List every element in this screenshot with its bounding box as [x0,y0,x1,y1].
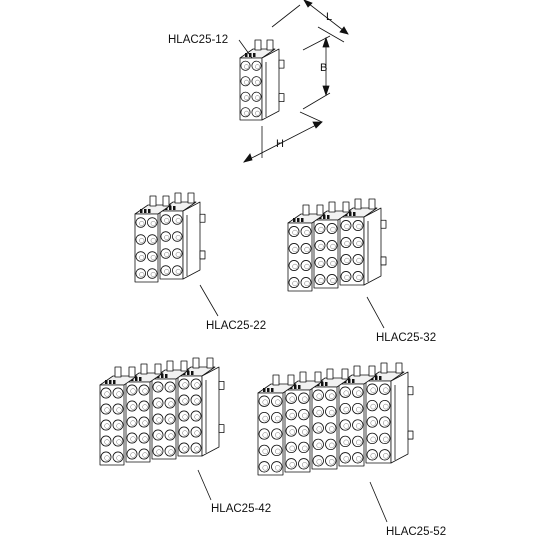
dimension-b: B [302,35,331,110]
terminal-module [177,357,216,457]
terminal-module [159,192,197,280]
terminal-module [239,39,276,121]
label-hlac25-22: HLAC25-22 [206,320,266,332]
terminal-module [99,366,138,466]
label-leader-hlac25-52 [369,481,388,523]
block-hlac25-12 [239,39,285,121]
label-leader-hlac25-22 [199,284,219,317]
label-hlac25-12: HLAC25-12 [168,34,228,46]
block-hlac25-22 [134,192,206,283]
label-leader-hlac25-42 [197,469,212,501]
terminal-module [311,368,351,470]
dimension-l: L [271,0,349,43]
terminal-module [134,195,172,283]
label-leader-hlac25-32 [366,296,385,329]
label-hlac25-32: HLAC25-32 [376,332,436,344]
terminal-module [365,362,405,464]
terminal-module [257,374,297,476]
terminal-module [313,201,352,289]
block-hlac25-32 [287,198,387,292]
terminal-module [284,371,324,473]
svg-text:H: H [276,138,284,150]
terminal-module [125,363,164,463]
svg-text:L: L [326,11,332,23]
svg-text:B: B [320,62,327,74]
label-hlac25-42: HLAC25-42 [211,503,271,515]
dimension-h: H [243,111,323,163]
terminal-module [287,204,326,292]
terminal-module [338,365,378,467]
terminal-module [339,198,378,286]
block-hlac25-52 [257,362,414,476]
label-leader-hlac25-12 [238,39,253,59]
block-hlac25-42 [99,357,225,466]
label-hlac25-52: HLAC25-52 [386,526,446,538]
terminal-module [151,360,190,460]
